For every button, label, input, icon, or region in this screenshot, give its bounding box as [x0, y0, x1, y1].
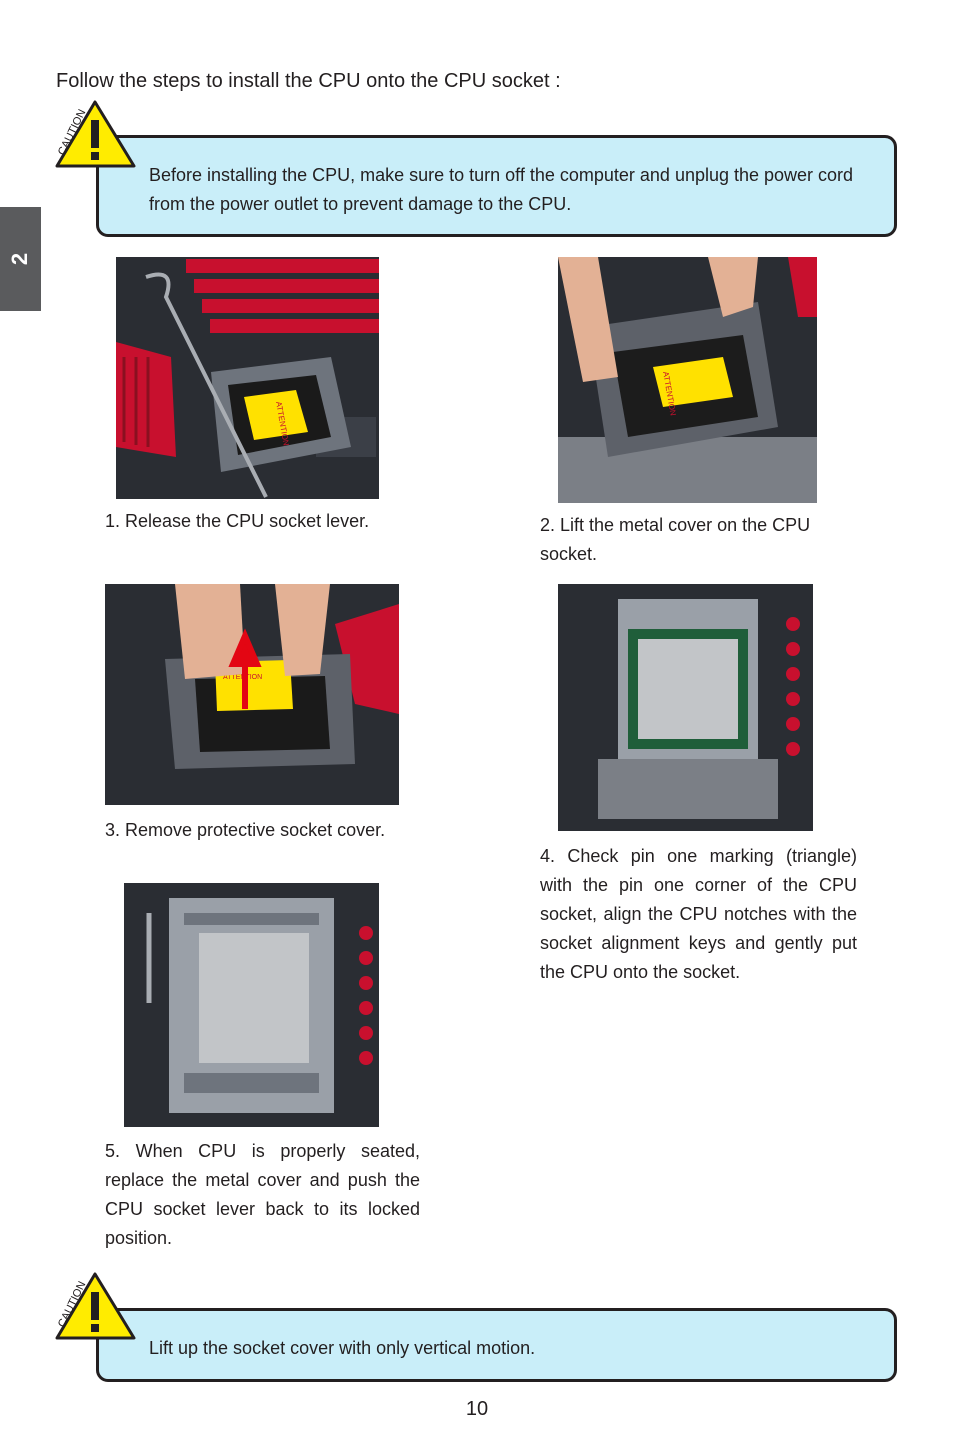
- step-3-photo: ATTENTION: [105, 584, 399, 805]
- caution-warning-icon: CAUTION: [54, 1272, 138, 1342]
- chapter-tab: 2: [0, 207, 41, 311]
- caution-text-bottom: Lift up the socket cover with only verti…: [149, 1338, 536, 1358]
- caution-box-bottom: Lift up the socket cover with only verti…: [96, 1308, 897, 1382]
- step-2-photo: ATTENTION: [558, 257, 817, 503]
- intro-text: Follow the steps to install the CPU onto…: [56, 70, 561, 92]
- step-1-photo: ATTENTION: [116, 257, 379, 499]
- step-3-caption: 3. Remove protective socket cover.: [105, 820, 386, 840]
- step-2-caption: 2. Lift the metal cover on the CPU socke…: [540, 515, 811, 564]
- page-number: 10: [465, 1398, 489, 1420]
- step-1-caption: 1. Release the CPU socket lever.: [105, 511, 370, 531]
- step-4-photo: [558, 584, 813, 831]
- step-5-photo: [124, 883, 379, 1127]
- caution-box-top: Before installing the CPU, make sure to …: [96, 135, 897, 237]
- step-4-caption: 4. Check pin one marking (triangle) with…: [540, 846, 857, 982]
- step-5-caption: 5. When CPU is properly seated, replace …: [105, 1141, 420, 1248]
- caution-text-top: Before installing the CPU, make sure to …: [149, 165, 854, 214]
- caution-warning-icon: CAUTION: [54, 100, 138, 170]
- chapter-number: 2: [7, 252, 33, 266]
